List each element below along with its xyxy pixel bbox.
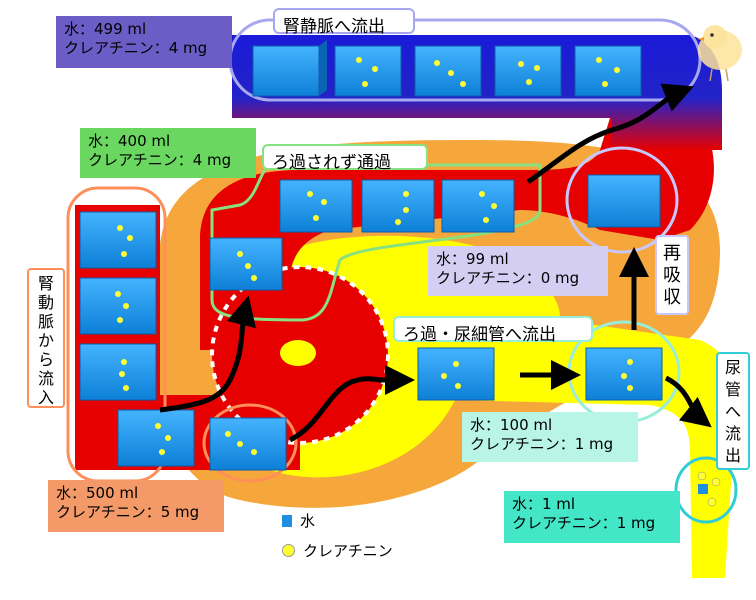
cube <box>441 179 515 233</box>
reabsorbed-water: 水：99 ml <box>436 250 509 268</box>
reabsorbed-creatinine: クレアチニン：0 mg <box>436 269 580 287</box>
cube <box>494 45 562 97</box>
ureter-title: 尿 管 へ 流 出 <box>716 352 750 470</box>
artery-water: 水：500 ml <box>56 484 139 502</box>
unfiltered-water: 水：400 ml <box>88 132 171 150</box>
ureter-particles <box>697 471 721 507</box>
glomerulus-center <box>280 340 316 366</box>
unfiltered-title: ろ過されず通過 <box>262 144 428 173</box>
reabsorbed-amount-box: 水：99 ml クレアチニン：0 mg <box>428 246 608 296</box>
cube <box>209 237 283 291</box>
creatinine-legend-icon <box>282 544 295 557</box>
water-legend-icon <box>282 514 292 527</box>
legend-water: 水 <box>282 510 315 531</box>
unfiltered-creatinine: クレアチニン：4 mg <box>88 151 232 169</box>
glomerulus-border <box>210 265 390 445</box>
artery-amount-box: 水：500 ml クレアチニン：5 mg <box>48 480 224 532</box>
ureter-creatinine: クレアチニン：1 mg <box>512 514 656 532</box>
tubule-creatinine: クレアチニン：1 mg <box>470 435 614 453</box>
tubule-water: 水：100 ml <box>470 416 553 434</box>
cube <box>361 179 435 233</box>
water-cubes <box>79 40 721 507</box>
cube <box>79 277 157 335</box>
reabsorb-title: 再 吸 収 <box>655 235 689 315</box>
arrow-to-filtration <box>288 365 415 443</box>
arrow-to-vein <box>526 83 694 185</box>
cube <box>209 417 287 471</box>
artery-title: 腎 動 脈 か ら 流 入 <box>27 268 65 408</box>
arrow-to-ureter <box>664 375 712 428</box>
cube <box>585 347 663 401</box>
arrow-to-unfiltered <box>159 295 256 413</box>
vein-title: 腎静脈へ流出 <box>273 8 415 37</box>
cube <box>334 45 402 97</box>
cube <box>117 409 195 467</box>
cube <box>279 179 353 233</box>
cube <box>574 45 642 97</box>
cube <box>417 347 495 401</box>
ureter-amount-box: 水：1 ml クレアチニン：1 mg <box>504 491 680 543</box>
flow-arrows <box>159 83 712 443</box>
artery-creatinine: クレアチニン：5 mg <box>56 503 200 521</box>
cube <box>587 174 661 228</box>
vein-creatinine: クレアチニン：4 mg <box>64 39 208 57</box>
filtration-title: ろ過・尿細管へ流出 <box>393 316 593 345</box>
cube <box>252 40 327 97</box>
vein-amount-box: 水：499 ml クレアチニン：4 mg <box>56 16 232 68</box>
ureter-water: 水：1 ml <box>512 495 576 513</box>
tubule-amount-box: 水：100 ml クレアチニン：1 mg <box>462 412 638 462</box>
cube <box>414 45 482 97</box>
cube <box>79 343 157 401</box>
unfiltered-amount-box: 水：400 ml クレアチニン：4 mg <box>80 128 256 178</box>
chick-illustration <box>698 25 742 82</box>
legend-creatinine: クレアチニン <box>282 540 393 561</box>
vein-water: 水：499 ml <box>64 20 147 38</box>
cube <box>79 211 157 269</box>
tubule-region <box>270 235 739 578</box>
